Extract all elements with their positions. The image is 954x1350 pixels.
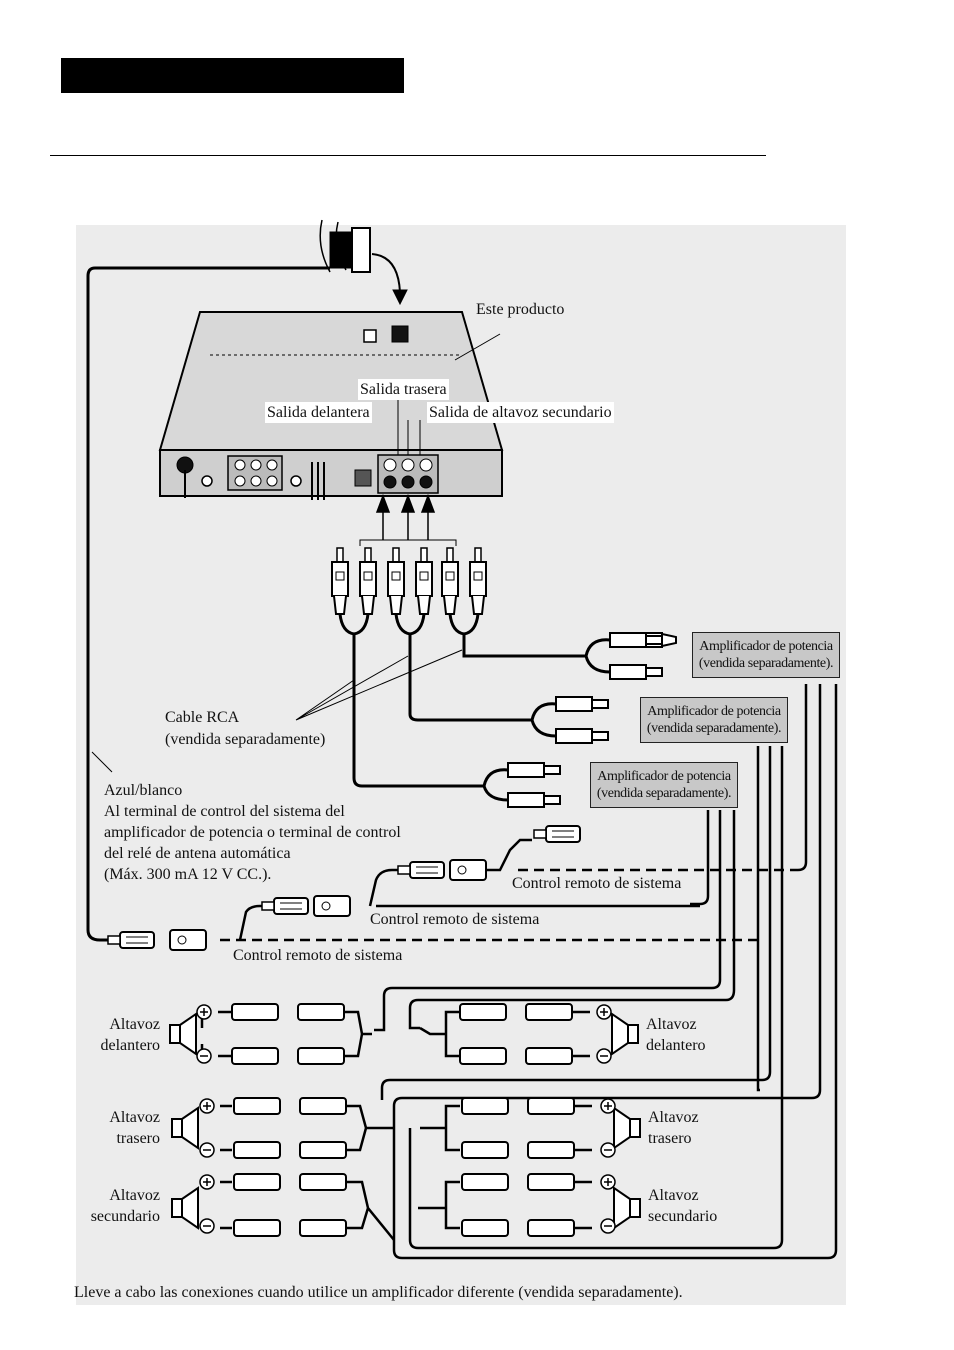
amp-wires — [220, 684, 838, 1260]
rca-cable-label: Cable RCA — [165, 709, 240, 726]
speaker-left-rear — [170, 1104, 394, 1152]
header-rule — [50, 155, 766, 156]
output-arrows — [359, 493, 457, 546]
amplifier-2-note: (vendida separadamente). — [646, 721, 782, 736]
right-sub-speaker-label: Altavoz secundario — [648, 1185, 717, 1227]
left-rear-speaker-line1: Altavoz — [109, 1109, 160, 1126]
sub-output-label: Salida de altavoz secundario — [427, 402, 614, 423]
right-rear-speaker-line2: trasero — [648, 1130, 692, 1147]
head-unit — [158, 311, 504, 500]
right-rear-speaker-label: Altavoz trasero — [648, 1107, 699, 1149]
amplifier-2: Amplificador de potencia (vendida separa… — [640, 697, 788, 743]
caption: Lleve a cabo las conexiones cuando utili… — [74, 1284, 683, 1301]
remote-label-2: Control remoto de sistema — [370, 911, 540, 928]
rca-pointers — [91, 649, 463, 773]
front-output-label: Salida delantera — [265, 402, 372, 423]
amplifier-3-note: (vendida separadamente). — [596, 786, 732, 801]
product-label: Este producto — [476, 301, 565, 318]
rca-cable-note: (vendida separadamente) — [165, 731, 326, 748]
amplifier-1: Amplificador de potencia (vendida separa… — [692, 632, 840, 678]
left-sub-speaker-label: Altavoz secundario — [70, 1185, 160, 1227]
right-front-speaker-line2: delantero — [646, 1037, 706, 1054]
amplifier-3-title: Amplificador de potencia — [597, 769, 731, 784]
left-sub-speaker-line2: secundario — [90, 1208, 160, 1225]
rear-output-label: Salida trasera — [358, 379, 449, 400]
amplifier-3: Amplificador de potencia (vendida separa… — [590, 762, 738, 808]
amplifier-1-title: Amplificador de potencia — [699, 639, 833, 654]
speaker-left-sub — [170, 1180, 395, 1241]
right-front-speaker-line1: Altavoz — [646, 1016, 697, 1033]
remote-label-3: Control remoto de sistema — [233, 947, 403, 964]
rca-plugs — [331, 547, 487, 615]
speaker-right-rear — [420, 1104, 642, 1152]
control-wire-line3: del relé de antena automática — [104, 845, 291, 862]
amplifier-1-note: (vendida separadamente). — [698, 656, 834, 671]
control-wire-color: Azul/blanco — [104, 782, 183, 799]
rca-cables — [338, 613, 611, 802]
control-wire-line1: Al terminal de control del sistema del — [104, 803, 345, 820]
remote-label-1: Control remoto de sistema — [512, 875, 682, 892]
control-wire-line4: (Máx. 300 mA 12 V CC.). — [104, 866, 272, 883]
left-front-speaker-line1: Altavoz — [109, 1016, 160, 1033]
remote-connectors — [107, 825, 581, 951]
speaker-right-sub — [418, 1180, 642, 1230]
left-rear-speaker-line2: trasero — [116, 1130, 160, 1147]
harness-cable — [86, 219, 408, 942]
title-bar — [61, 58, 404, 93]
speaker-right-front — [419, 1010, 640, 1058]
polarity-symbols — [196, 1004, 616, 1234]
control-wire-line2: amplificador de potencia o terminal de c… — [104, 824, 401, 841]
left-sub-speaker-line1: Altavoz — [109, 1187, 160, 1204]
left-front-speaker-label: Altavoz delantero — [80, 1014, 160, 1056]
right-front-speaker-label: Altavoz delantero — [646, 1014, 706, 1056]
right-sub-speaker-line1: Altavoz — [648, 1187, 699, 1204]
right-rear-speaker-line1: Altavoz — [648, 1109, 699, 1126]
amp-rca-inputs — [507, 632, 663, 808]
speaker-connectors — [231, 1003, 575, 1237]
right-sub-speaker-line2: secundario — [648, 1208, 718, 1225]
amplifier-2-title: Amplificador de potencia — [647, 704, 781, 719]
left-rear-speaker-label: Altavoz trasero — [80, 1107, 160, 1149]
left-front-speaker-line2: delantero — [100, 1037, 160, 1054]
